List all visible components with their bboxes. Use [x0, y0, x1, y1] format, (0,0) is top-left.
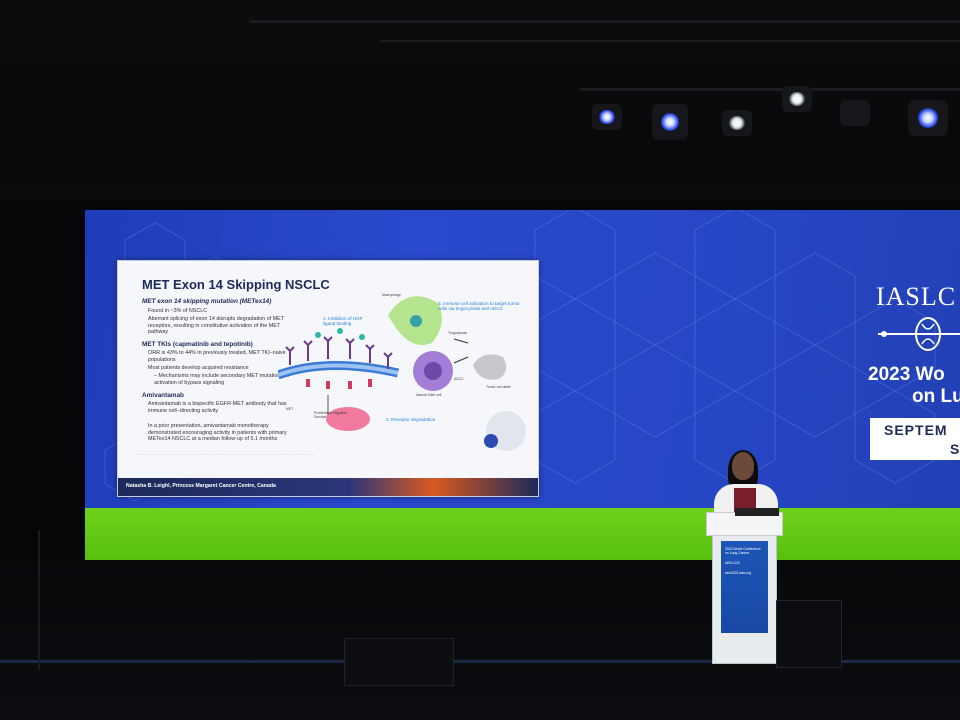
speaker-top: [734, 488, 756, 514]
slide-footer: Natasha B. Leighl, Princess Margaret Can…: [118, 478, 538, 496]
bullet: Aberrant splicing of exon 14 disrupts de…: [148, 316, 284, 336]
met-receptor-icons: [285, 336, 393, 369]
presentation-slide: MET Exon 14 Skipping NSCLC MET exon 14 s…: [117, 260, 539, 497]
lighting-truss: [580, 88, 960, 91]
figure-label: Macrophage: [382, 293, 401, 297]
presenter-credit: Natasha B. Leighl, Princess Margaret Can…: [126, 483, 276, 489]
stage-edge: [0, 660, 960, 663]
section-heading: MET exon 14 skipping mutation (METex14): [142, 298, 272, 305]
figure-label: MET: [286, 407, 294, 411]
lighting-truss: [250, 20, 960, 23]
figure-label: 2. Receptor degradation: [386, 417, 436, 422]
ceiling: [0, 0, 960, 200]
bullet: – Mechanisms may include secondary MET m…: [154, 373, 290, 386]
endosome-icon: [326, 407, 370, 431]
podium-title: 2023 World Conference on Lung Cancer: [725, 547, 761, 555]
stand-pole: [38, 530, 40, 670]
podium: 2023 World Conference on Lung Cancer #WC…: [712, 516, 777, 664]
tumor-cell-icon: [473, 354, 507, 380]
mechanism-figure: [278, 296, 526, 451]
stage-light: [652, 104, 688, 140]
bullet: Amivantamab is a bispecific EGFR-MET ant…: [148, 401, 287, 414]
figure-label: Proliferation Migration Survival: [314, 411, 347, 419]
figure-label: 1. Inhibition of HGF ligand binding: [323, 316, 363, 327]
figure-label: 3. Immune cell activation to target tumo…: [438, 301, 520, 312]
stage-light: [592, 104, 622, 130]
stage-monitor-wedge: [344, 638, 454, 686]
slide-title: MET Exon 14 Skipping NSCLC: [142, 277, 330, 292]
caduceus-logo-icon: [878, 317, 960, 351]
conference-date: SEPTEM: [884, 422, 948, 438]
podium-hashtag: #WCLC23: [725, 561, 740, 565]
green-screen-band: [85, 508, 960, 560]
figure-label: Trogocytosis: [448, 331, 468, 335]
bullet: In a prior presentation, amivantamab mon…: [148, 423, 287, 443]
stage-light: [782, 86, 812, 112]
figure-label: Tumor cell death: [486, 385, 512, 389]
podium-url: wclc2023.iaslc.org: [725, 571, 752, 575]
podium-banner: 2023 World Conference on Lung Cancer #WC…: [721, 541, 768, 633]
stage-light: [840, 100, 870, 126]
conference-title: 2023 Wo: [868, 364, 945, 385]
bullet: Most patients develop acquired resistanc…: [148, 365, 249, 371]
stage-light: [722, 110, 752, 136]
figure-label: Natural Killer cell: [416, 393, 442, 397]
conference-location: SI: [950, 441, 960, 457]
laptop: [735, 508, 779, 516]
conference-title: on Lu: [912, 386, 960, 407]
antibody-icons: [315, 328, 365, 340]
stage-monitor: [776, 600, 842, 668]
slide-references: ........................................…: [132, 453, 314, 456]
figure-label: ADCC: [454, 377, 464, 381]
speaker-face: [732, 452, 754, 480]
stage-light: [908, 100, 948, 136]
iaslc-logo-text: IASLC: [876, 282, 957, 311]
lighting-truss: [380, 40, 960, 42]
section-heading: MET TKIs (capmatinib and tepotinib): [142, 341, 253, 348]
bullet: ORR is 43% to 44% in previously treated,…: [148, 350, 286, 363]
bullet: Found in ~3% of NSCLC: [148, 308, 208, 314]
section-heading: Amivantamab: [142, 392, 184, 399]
conference-date-box: SEPTEM SI: [870, 418, 960, 460]
signal-icons: [306, 379, 372, 389]
